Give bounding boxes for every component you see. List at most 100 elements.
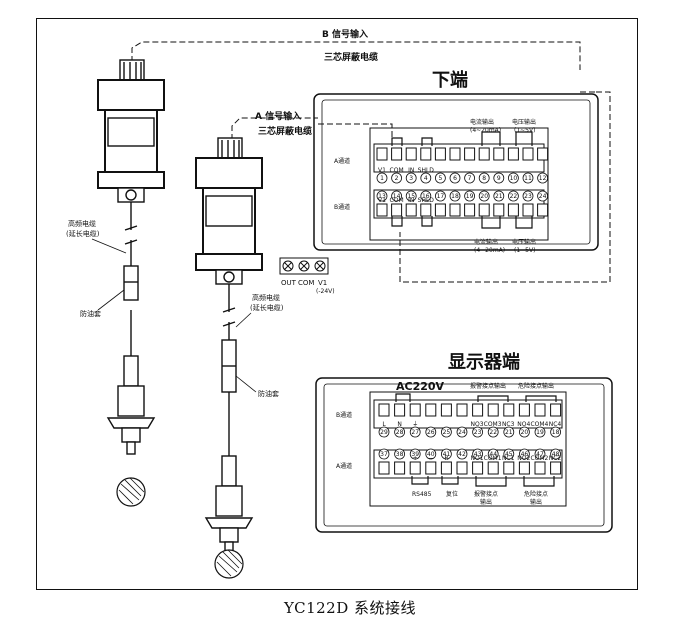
display-bot-terminal-46: 46 (518, 448, 530, 475)
left-target-disc (116, 477, 146, 507)
signal-b-title: B 信号输入 (322, 28, 368, 40)
display-bot-terminal-number: 38 (396, 451, 404, 458)
display-bot-terminal-number: 41 (443, 451, 451, 458)
bottom-bot-terminal-number: 23 (524, 193, 532, 200)
display-top-terminal-number: 22 (489, 429, 497, 436)
display-relay-top-label: NO3 (470, 421, 483, 428)
display-bot-terminal-number: 47 (536, 451, 544, 458)
bottom-top-terminal-7: 7 (464, 147, 476, 184)
bottom-channel-a: A通道 (334, 157, 350, 165)
bottom-bot-terminal-number: 21 (495, 193, 503, 200)
display-bot-terminal-42: 42 (456, 448, 468, 475)
display-alarm-bottom-sub: 输出 (480, 498, 492, 506)
bottom-top-terminal-number: 3 (409, 175, 413, 182)
bottom-bot-terminal-13: 13 (376, 190, 388, 217)
signal-b-cable (131, 41, 611, 283)
terminal-strip-label-out: OUT (281, 279, 297, 287)
display-power-label: AC220V (396, 380, 445, 393)
display-bot-terminal-47: 47 (534, 448, 546, 475)
display-top-terminal-number: 18 (552, 429, 560, 436)
figure-caption: YC122D 系统接线 (283, 599, 417, 617)
bottom-bot-pin-label: COM (390, 197, 404, 204)
terminal-strip-screw (314, 260, 326, 272)
display-top-terminal-number: 23 (474, 429, 482, 436)
signal-a-cable-label: 三芯屏蔽电缆 (258, 125, 312, 137)
bottom-bot-terminal-number: 24 (539, 193, 547, 200)
bottom-top-terminal-6: 6 (449, 147, 461, 184)
right-oil-guard (221, 339, 237, 393)
display-bot-terminal-38: 38 (394, 448, 406, 475)
bottom-end-title: 下端 (432, 70, 468, 91)
right-target-disc (214, 549, 244, 579)
left-oil-guard (123, 265, 139, 301)
display-bot-terminal-41: 41 (440, 448, 452, 475)
display-top-terminal-19: 19 (534, 403, 546, 438)
bottom-top-terminal-number: 6 (453, 175, 457, 182)
display-bot-terminal-number: 44 (489, 451, 497, 458)
display-bot-terminal-39: 39 (409, 448, 421, 475)
bottom-bot-pin-label: V1 (378, 197, 386, 204)
display-top-pin-label: ⏚ (412, 421, 418, 428)
bottom-voltage-out-bottom: 电压输出 (512, 238, 536, 246)
bottom-top-terminal-number: 4 (424, 175, 428, 182)
display-bot-pin-label: + (413, 455, 418, 462)
bottom-bot-pin-label: IN (408, 197, 414, 204)
bottom-top-terminal-2: 2 (391, 147, 403, 184)
bottom-top-terminal-number: 7 (468, 175, 472, 182)
display-top-terminal-27: 27 (409, 403, 421, 438)
bottom-bot-terminal-number: 13 (378, 193, 386, 200)
display-relay-top-label: NC4 (549, 421, 562, 428)
display-alarm-bottom: 报警接点 (474, 490, 498, 498)
display-relay-bottom-label: NC2 (549, 455, 562, 462)
right-probe (204, 455, 254, 553)
bottom-channel-b: B通道 (334, 203, 350, 211)
display-bot-terminal-number: 40 (427, 451, 435, 458)
bottom-top-terminal-3: 3 (405, 147, 417, 184)
bottom-voltage-range-top: (1~5V) (514, 127, 535, 134)
right-preamplifier (195, 137, 263, 456)
bottom-top-terminal-8: 8 (478, 147, 490, 184)
bottom-bot-terminal-16: 16 (420, 190, 432, 217)
display-top-terminal-number: 26 (427, 429, 435, 436)
bottom-top-terminal-number: 2 (395, 175, 399, 182)
display-danger-bottom-sub: 输出 (530, 498, 542, 506)
display-end-wiring (395, 393, 557, 487)
bottom-top-terminal-1: 1 (376, 147, 388, 184)
display-top-terminal-number: 24 (458, 429, 466, 436)
bottom-top-terminal-number: 11 (524, 175, 532, 182)
display-bot-terminal-number: 43 (474, 451, 482, 458)
display-end-enclosure (315, 377, 613, 533)
display-top-terminal-number: 29 (380, 429, 388, 436)
bottom-top-terminal-number: 10 (510, 175, 518, 182)
bottom-top-terminal-number: 9 (497, 175, 501, 182)
terminal-strip-screw (282, 260, 294, 272)
display-top-terminal-25: 25 (440, 403, 452, 438)
display-bot-terminal-45: 45 (503, 448, 515, 475)
bottom-bot-terminal-20: 20 (478, 190, 490, 217)
display-bot-terminal-48: 48 (550, 448, 562, 475)
bottom-bot-terminal-number: 18 (451, 193, 459, 200)
display-bot-terminal-number: 39 (411, 451, 419, 458)
bottom-top-terminal-11: 11 (522, 147, 534, 184)
bottom-bot-terminal-number: 19 (466, 193, 474, 200)
bottom-bot-terminal-number: 14 (393, 193, 401, 200)
display-relay-bottom-label: COM2 (530, 455, 548, 462)
display-bot-terminal-44: 44 (487, 448, 499, 475)
bottom-bot-terminal-18: 18 (449, 190, 461, 217)
signal-a-title: A 信号输入 (255, 110, 301, 122)
bottom-current-out-top: 电流输出 (470, 118, 494, 126)
bottom-top-terminal-number: 12 (539, 175, 547, 182)
display-bot-pin-label: − (428, 455, 433, 462)
display-top-terminal-number: 21 (505, 429, 513, 436)
display-top-terminal-24: 24 (456, 403, 468, 438)
bottom-current-range-top: (4~20mA) (470, 127, 501, 134)
bottom-top-terminal-4: 4 (420, 147, 432, 184)
terminal-strip-label-com: COM (298, 279, 314, 287)
bottom-current-out-bottom: 电流输出 (474, 238, 498, 246)
display-reset-label: 复位 (446, 490, 458, 498)
bottom-end-enclosure (313, 93, 599, 251)
bottom-top-pin-label: V1 (378, 167, 386, 174)
bottom-top-terminal-number: 5 (438, 175, 442, 182)
